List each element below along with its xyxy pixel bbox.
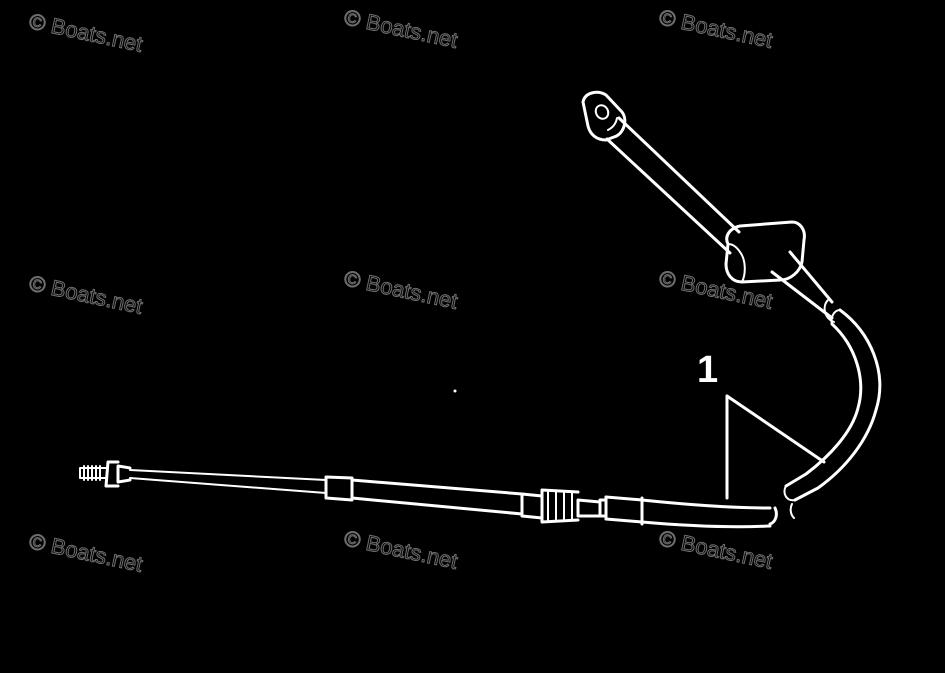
watermark: © Boats.net [342, 265, 460, 313]
watermark-layer: © Boats.net © Boats.net © Boats.net © Bo… [26, 4, 775, 577]
cable-break-ends [768, 503, 795, 526]
watermark: © Boats.net [27, 8, 145, 56]
cable-threaded-end [79, 460, 132, 488]
watermark: © Boats.net [342, 4, 460, 52]
watermark: © Boats.net [342, 525, 460, 573]
callout-leader [725, 394, 826, 500]
cable-eye-end [581, 90, 627, 142]
callout-number: 1 [697, 349, 718, 391]
watermark: © Boats.net [27, 528, 145, 576]
steering-cable-part[interactable] [79, 90, 882, 529]
callout-1[interactable]: 1 [697, 349, 826, 500]
cable-ferrule-fittings [520, 488, 644, 526]
diagram-dot [453, 389, 457, 393]
cable-middle-section [324, 475, 524, 516]
watermark: © Boats.net [27, 270, 145, 318]
watermark: © Boats.net [657, 265, 775, 313]
watermark: © Boats.net [657, 525, 775, 573]
cable-curved-conduit [783, 308, 882, 502]
cable-inner-core [129, 469, 327, 494]
cable-nut-block [724, 220, 806, 284]
cable-ram-rod [605, 116, 741, 255]
cable-lower-conduit [640, 498, 772, 529]
watermark: © Boats.net [657, 4, 775, 52]
